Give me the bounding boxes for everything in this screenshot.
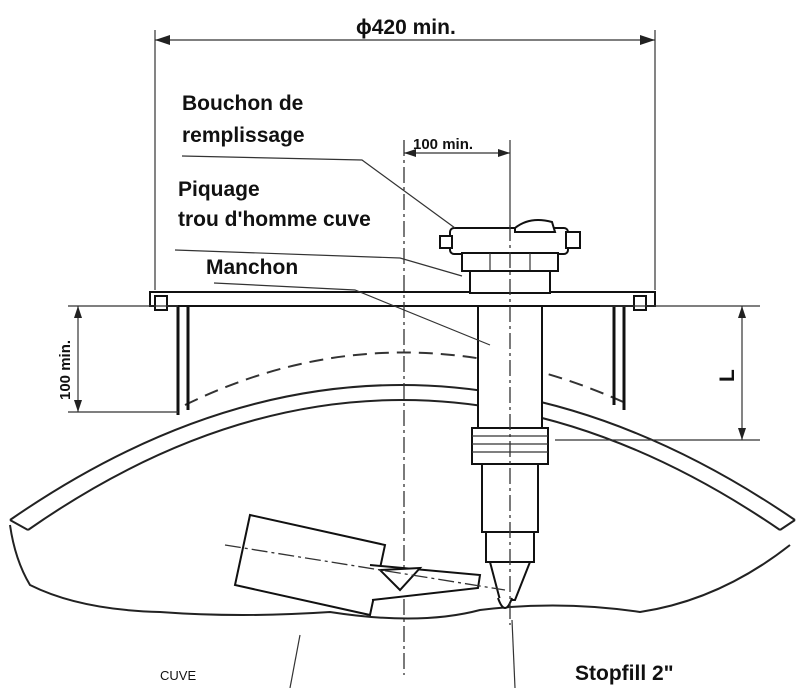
dim-100-side-label: 100 min. <box>57 340 74 400</box>
dimension-100-top: 100 min. <box>404 136 511 228</box>
label-bouchon-line1: Bouchon de <box>182 92 303 115</box>
dimension-L: L <box>555 305 760 441</box>
dim-L-label: L <box>716 369 739 382</box>
tank-dome <box>9 351 796 531</box>
diameter-label: ϕ420 min. <box>356 16 456 39</box>
label-piquage-line1: Piquage <box>178 178 260 201</box>
leader-lines <box>174 155 516 688</box>
dimension-100-side: 100 min. <box>57 305 178 413</box>
label-manchon: Manchon <box>206 256 298 279</box>
dimension-diameter: ϕ420 min. <box>154 16 656 290</box>
label-piquage-line2: trou d'homme cuve <box>178 208 371 231</box>
tank-liquid-edge <box>9 524 791 620</box>
stopfill-device <box>439 219 581 625</box>
label-cuve: CUVE <box>160 668 196 683</box>
label-bouchon-line2: remplissage <box>182 124 305 147</box>
float-assembly <box>224 513 506 617</box>
label-product: Stopfill 2" <box>575 662 674 685</box>
dim-100-top-label: 100 min. <box>413 136 473 153</box>
